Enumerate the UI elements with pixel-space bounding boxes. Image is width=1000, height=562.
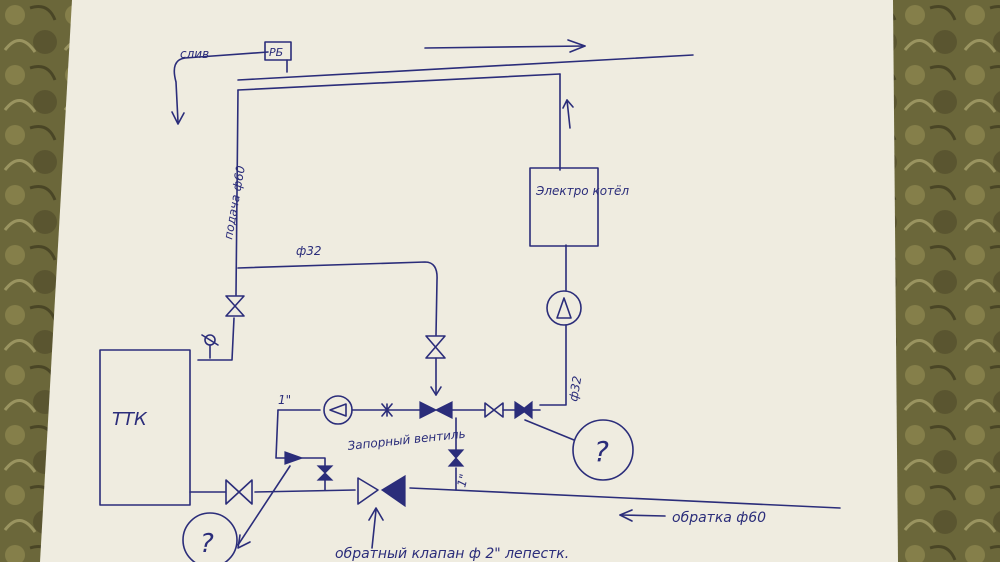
return-arrow (619, 509, 666, 522)
pipe-32-top-label: ф32 (296, 244, 322, 258)
middle-valve (447, 449, 465, 467)
branch-valve (425, 335, 446, 359)
return-valve (225, 479, 253, 505)
check-valve (357, 474, 406, 508)
right-check-valve (514, 400, 533, 420)
question-bubble-left: ? (182, 465, 291, 562)
svg-text:?: ? (200, 529, 214, 559)
pipe-32-right-label: ф32 (566, 375, 584, 403)
drain-line (171, 51, 269, 125)
drain-label: слив (180, 47, 209, 61)
bypass-check-valve (284, 451, 304, 465)
gauge-symbol (201, 334, 219, 359)
return-label: обратка ф60 (672, 510, 766, 526)
size-1-mid-label: 1" (454, 472, 471, 488)
check-valve-label: обратный клапан ф 2" лепестк. (335, 546, 569, 562)
svg-text:?: ? (594, 435, 609, 468)
solid-fuel-boiler (99, 349, 191, 506)
left-pump (323, 395, 353, 425)
supply-riser (197, 89, 239, 361)
filter-valve (381, 403, 393, 417)
right-valve-a (484, 402, 504, 418)
right-pump (546, 290, 582, 326)
three-way-valve (419, 401, 453, 419)
solid-fuel-boiler-label: ТТК (112, 409, 148, 430)
shutoff-valve-symbol (316, 465, 334, 481)
electric-boiler-line (539, 73, 574, 406)
check-valve-pointer (368, 507, 384, 549)
top-flow-arrow (424, 39, 586, 53)
size-1-left-label: 1" (278, 393, 291, 407)
paper-sheet (40, 0, 898, 562)
electric-boiler-label: Электро котёл (535, 184, 629, 198)
supply-valve (225, 295, 245, 317)
top-supply-pipe (237, 54, 694, 91)
question-bubble-right: ? (524, 419, 634, 481)
expansion-tank (264, 41, 292, 61)
electric-boiler (529, 167, 599, 247)
branch-pipe-32 (237, 261, 438, 336)
expansion-tank-label: РБ (269, 46, 283, 59)
return-pipe (189, 487, 841, 509)
